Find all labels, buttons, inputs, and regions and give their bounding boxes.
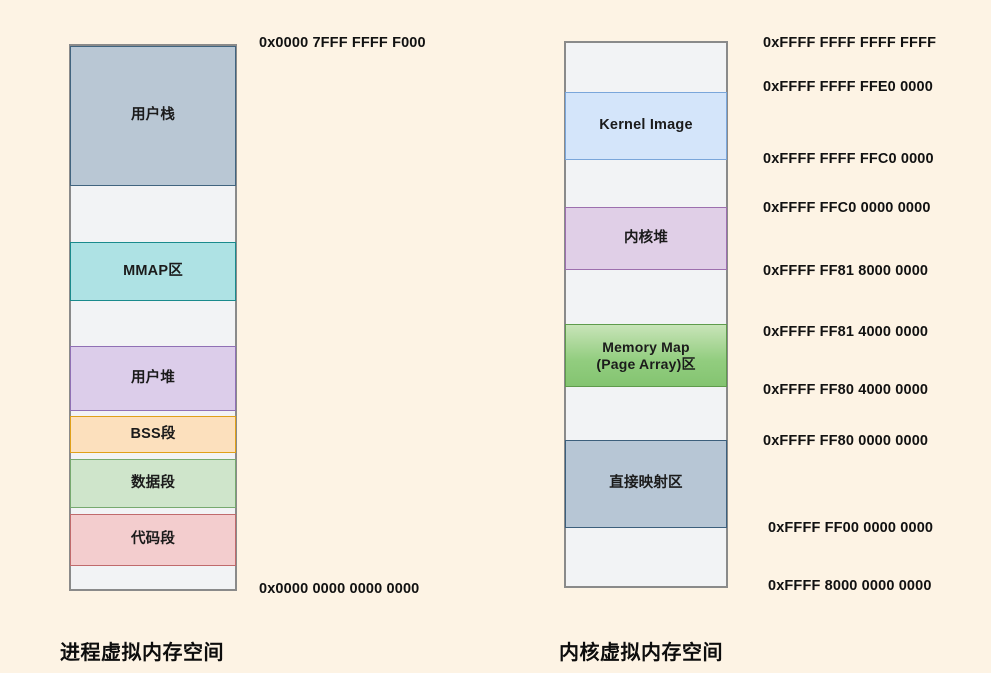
block-label: Kernel Image [599,117,693,134]
address-label-user-top: 0x0000 7FFF FFFF F000 [259,35,426,51]
block-label: 用户堆 [130,369,176,386]
block-label: 直接映射区 [609,475,683,492]
address-label-kernel-3: 0xFFFF FFC0 0000 0000 [763,200,931,216]
address-label-kernel-1: 0xFFFF FFFF FFE0 0000 [763,79,933,95]
block-mmap-area: MMAP区 [70,242,236,301]
block-label-line1: Memory Map [602,338,690,355]
caption-process-virtual-memory: 进程虚拟内存空间 [60,642,224,664]
address-label-kernel-2: 0xFFFF FFFF FFC0 0000 [763,151,934,167]
caption-kernel-virtual-memory: 内核虚拟内存空间 [559,642,723,664]
block-label-line2: (Page Array)区 [596,355,696,372]
block-kernel-image: Kernel Image [565,92,727,160]
address-label-kernel-5: 0xFFFF FF81 4000 0000 [763,324,929,340]
block-label: 代码段 [130,531,176,548]
address-label-kernel-4: 0xFFFF FF81 8000 0000 [763,263,929,279]
address-label-kernel-9: 0xFFFF 8000 0000 0000 [768,578,932,594]
block-kernel-heap: 内核堆 [565,207,727,270]
block-data-segment: 数据段 [70,459,236,508]
block-direct-mapping-area: 直接映射区 [565,440,727,528]
block-text-segment: 代码段 [70,514,236,566]
block-label: MMAP区 [123,262,183,279]
block-memory-map: Memory Map (Page Array)区 [565,324,727,387]
address-label-kernel-8: 0xFFFF FF00 0000 0000 [768,520,934,536]
address-label-kernel-0: 0xFFFF FFFF FFFF FFFF [763,35,937,51]
address-label-kernel-6: 0xFFFF FF80 4000 0000 [763,382,929,398]
block-label: 内核堆 [623,229,669,246]
block-user-heap: 用户堆 [70,346,236,411]
block-user-stack: 用户栈 [70,46,236,186]
block-label: 用户栈 [130,107,176,124]
address-label-user-bottom: 0x0000 0000 0000 0000 [259,581,420,597]
block-label: BSS段 [130,425,176,442]
address-label-kernel-7: 0xFFFF FF80 0000 0000 [763,433,929,449]
block-bss-segment: BSS段 [70,416,236,453]
block-label: 数据段 [130,474,176,491]
